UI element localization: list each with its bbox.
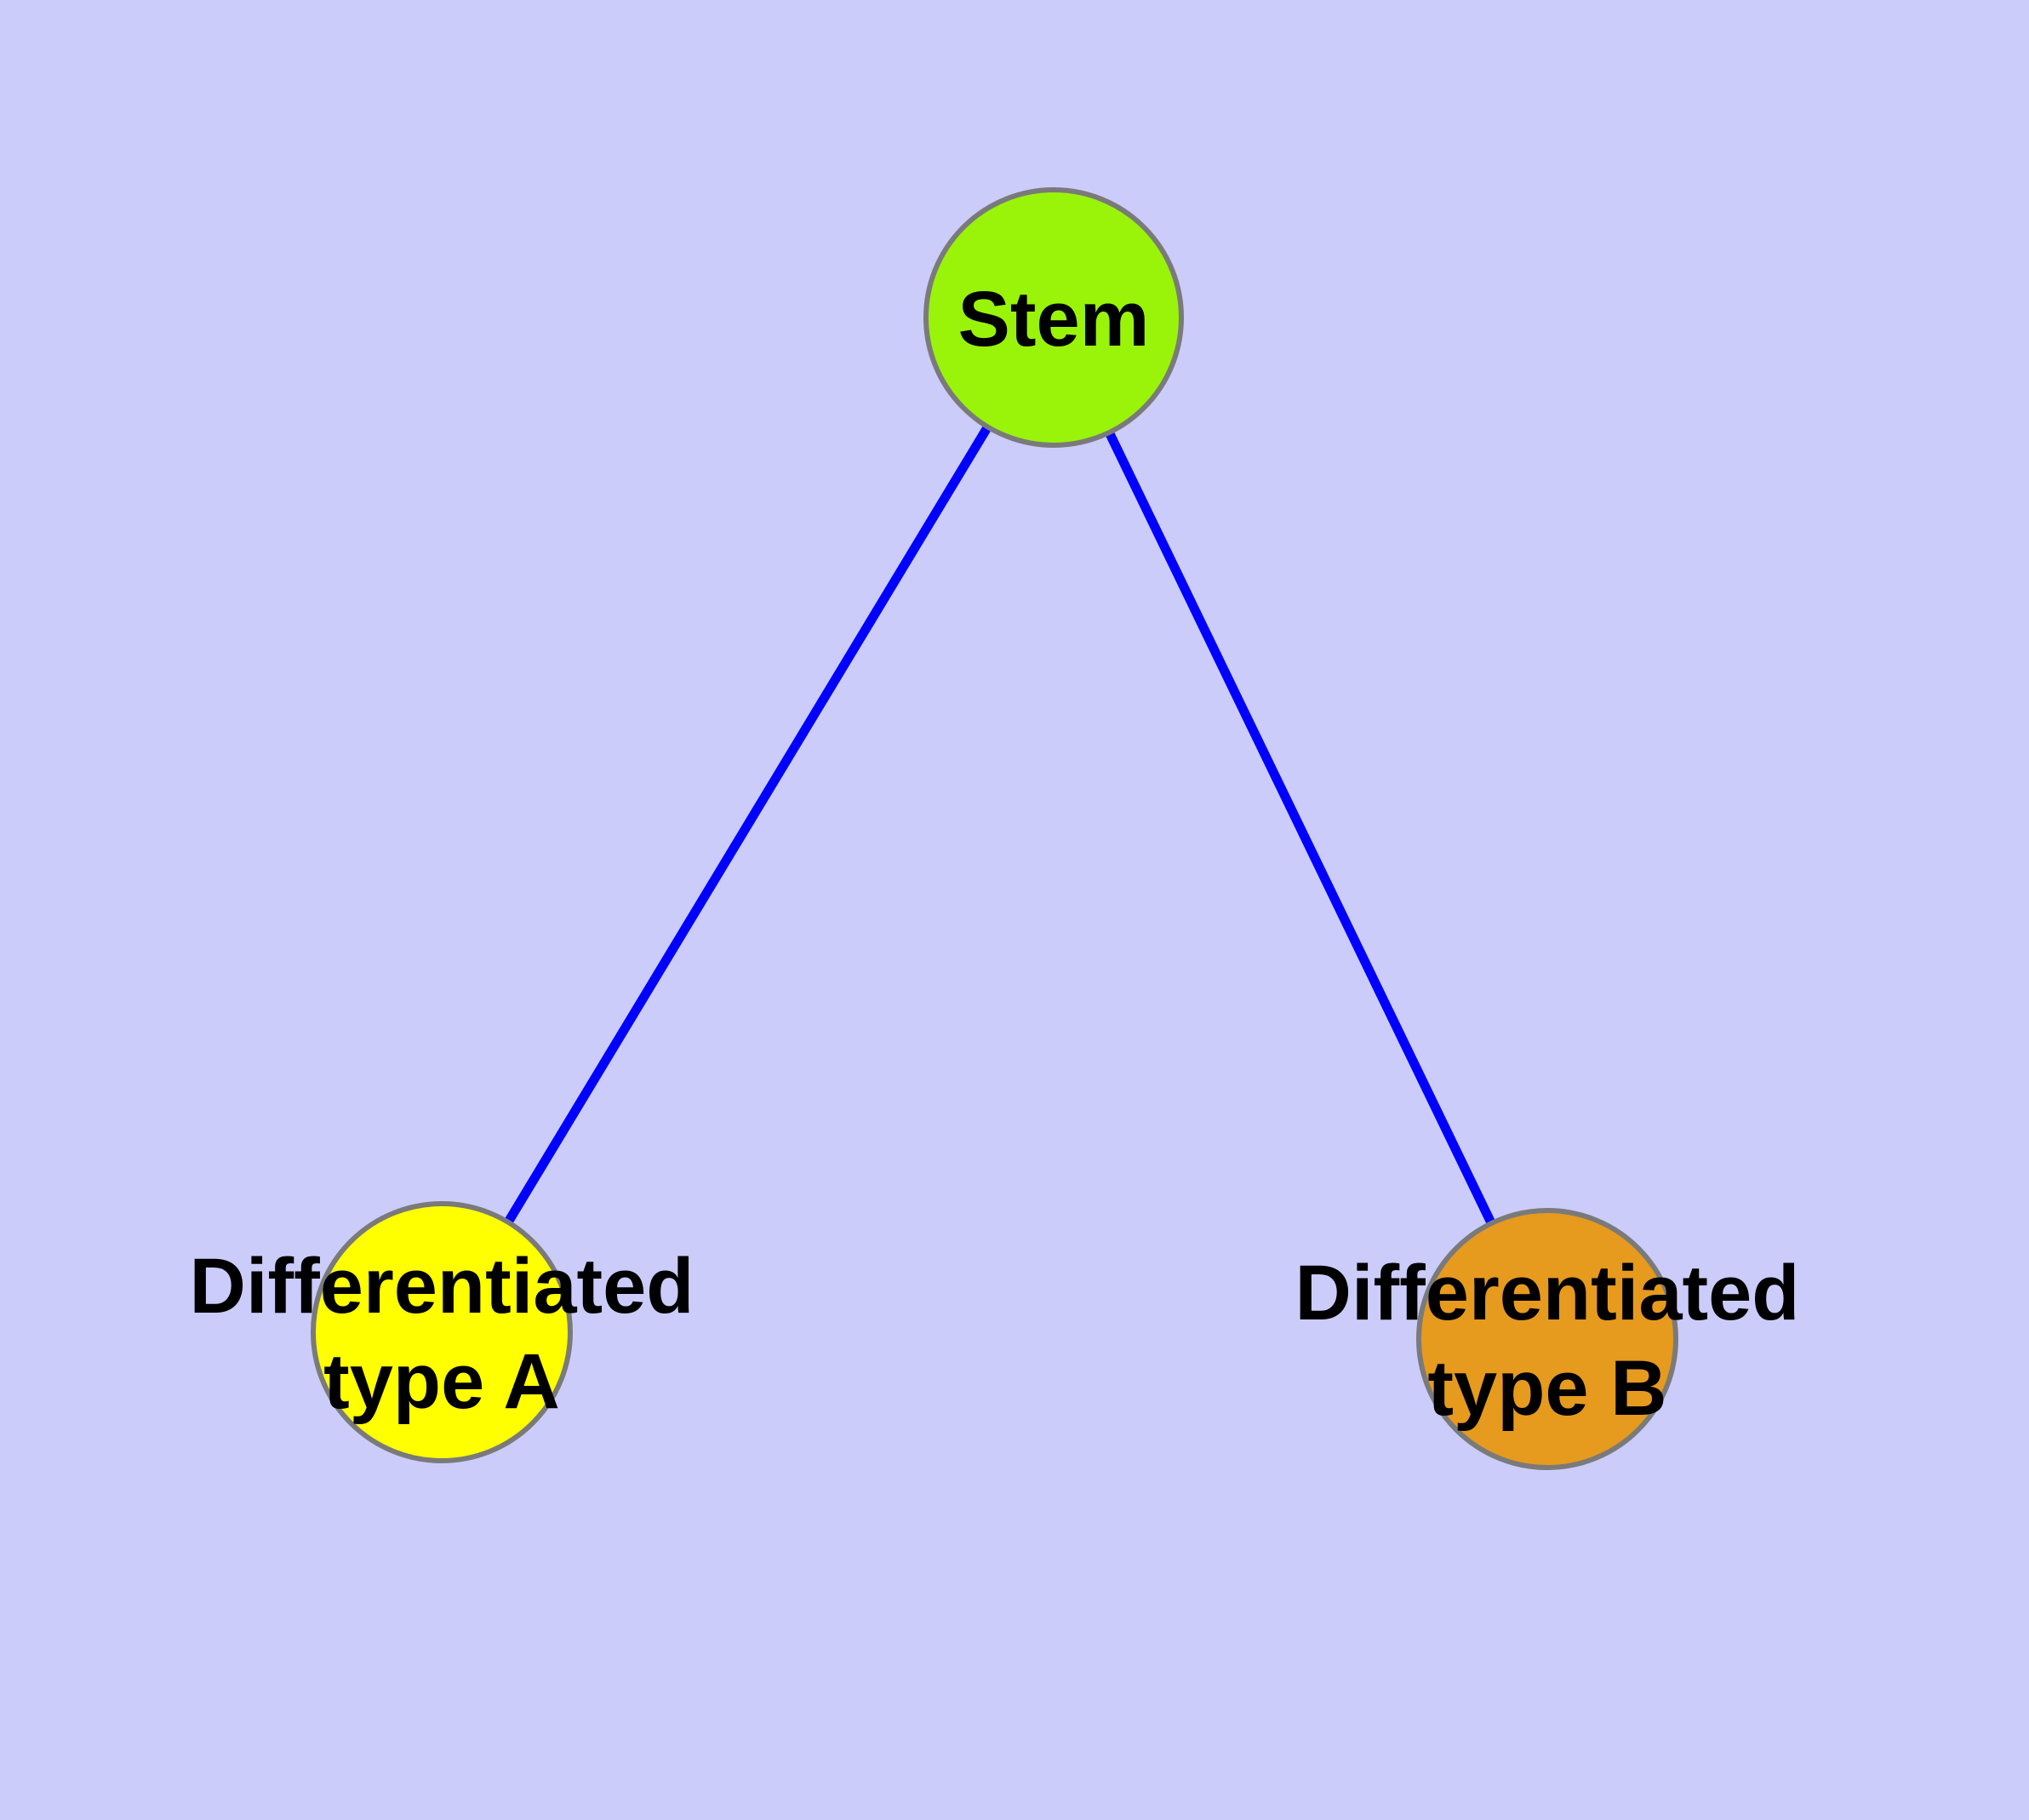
nodes-layer bbox=[311, 187, 1678, 1470]
node-label-line: Stem bbox=[958, 276, 1150, 363]
node-differentiated-type-b bbox=[1416, 1208, 1678, 1470]
node-label-line: type A bbox=[323, 1338, 560, 1425]
edge-stem-to-differentiated-type-a bbox=[437, 315, 1058, 1335]
node-stem bbox=[923, 187, 1184, 448]
edge-stem-to-differentiated-type-b bbox=[1049, 315, 1552, 1342]
node-differentiated-type-a bbox=[311, 1201, 573, 1463]
node-label-line: Differentiated bbox=[190, 1243, 694, 1330]
edges-layer bbox=[437, 315, 1552, 1342]
node-label-differentiated-type-b: Differentiated type B bbox=[1295, 1250, 1800, 1432]
node-label-line: Differentiated bbox=[1295, 1250, 1800, 1336]
node-label-stem: Stem bbox=[958, 276, 1150, 363]
node-label-line: type B bbox=[1427, 1345, 1666, 1432]
